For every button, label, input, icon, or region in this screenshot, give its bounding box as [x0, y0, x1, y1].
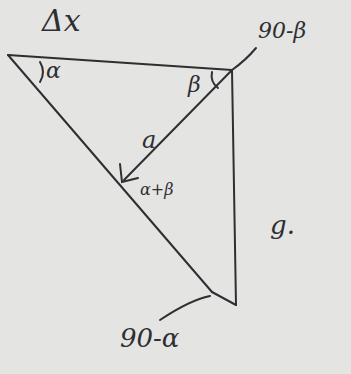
- arrow-head: [120, 164, 138, 182]
- angle-label: 90-α: [120, 325, 179, 351]
- gravity-line: [232, 70, 236, 305]
- dimension-label: Δx: [42, 6, 81, 36]
- angle-arc: [212, 72, 218, 88]
- leader-line: [232, 48, 256, 70]
- base-line: [212, 292, 236, 305]
- acceleration-line: [124, 70, 232, 180]
- angle-label: α+β: [140, 182, 173, 198]
- angle-label: 90-β: [258, 20, 306, 42]
- angle-arc: [40, 62, 43, 82]
- leader-line: [160, 296, 210, 320]
- vector-label: a: [142, 128, 156, 152]
- vector-label: g.: [270, 212, 295, 238]
- angle-label: β: [188, 74, 201, 96]
- hypotenuse: [8, 55, 212, 292]
- angle-label: α: [46, 60, 61, 82]
